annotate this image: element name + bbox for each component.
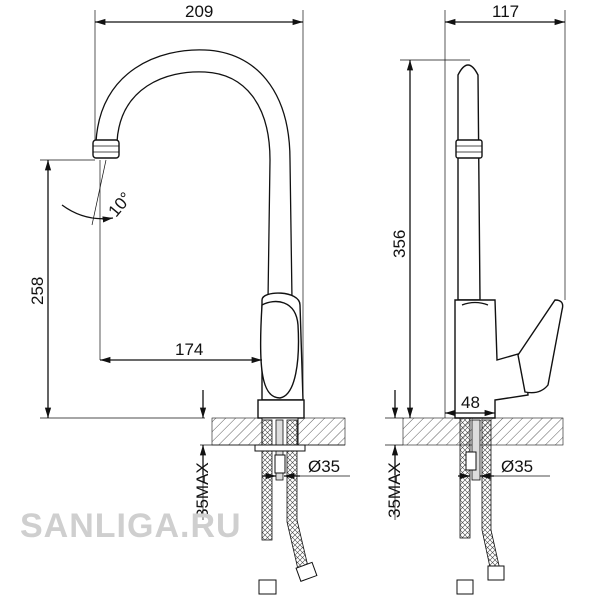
diameter-label: Ø35 bbox=[308, 457, 340, 476]
handle bbox=[259, 300, 300, 399]
hose-nut-right bbox=[295, 561, 318, 582]
side-handle bbox=[517, 299, 564, 394]
side-hose-left bbox=[459, 417, 471, 539]
side-max-thickness-label: 35MAX bbox=[385, 462, 404, 518]
spray-angle-label: 10° bbox=[105, 189, 136, 221]
max-thickness-label: 35MAX bbox=[193, 462, 212, 518]
reach-dimension-label: 174 bbox=[175, 340, 203, 359]
side-height-label: 356 bbox=[390, 230, 409, 258]
base bbox=[257, 399, 305, 419]
height-dimension-label: 258 bbox=[28, 277, 47, 305]
hose-left bbox=[261, 419, 273, 541]
spout-outer bbox=[95, 49, 293, 301]
spout-inner bbox=[116, 71, 271, 301]
side-spout bbox=[457, 64, 481, 301]
side-diameter-label: Ø35 bbox=[501, 457, 533, 476]
side-offset-label: 48 bbox=[461, 393, 480, 412]
aerator bbox=[92, 139, 120, 159]
side-view: 117 356 48 35MAX Ø35 bbox=[385, 2, 566, 595]
hose-nut-left bbox=[258, 579, 277, 595]
side-width-label: 117 bbox=[492, 2, 519, 21]
width-dimension-label: 209 bbox=[185, 2, 213, 21]
watermark: SANLIGA.RU bbox=[20, 507, 242, 545]
front-view: 209 10° 258 174 35MAX bbox=[28, 2, 350, 595]
